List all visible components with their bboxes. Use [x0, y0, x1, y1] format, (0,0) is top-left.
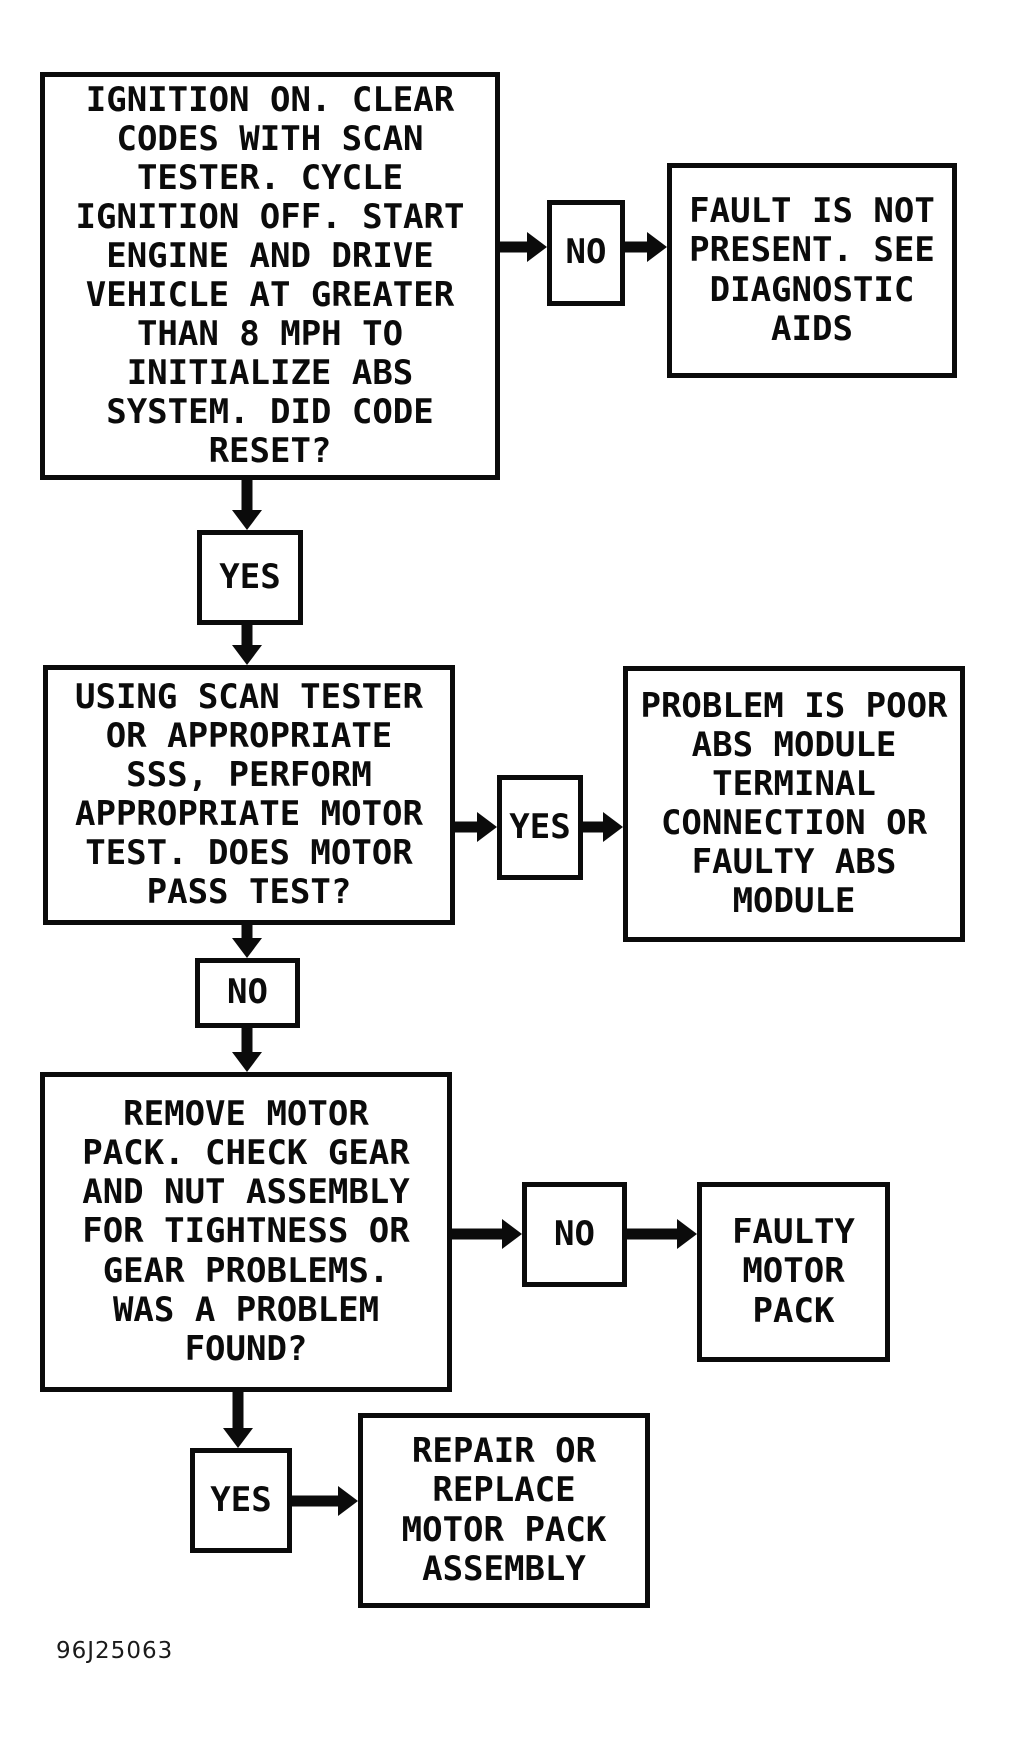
arrow-no2-to-step3: [232, 1028, 262, 1072]
flow-box-problem-abs-module: PROBLEM IS POOR ABS MODULE TERMINAL CONN…: [623, 666, 965, 942]
arrow-shaft: [241, 480, 253, 512]
flow-label-yes-2: YES: [497, 775, 583, 880]
arrow-shaft: [625, 241, 649, 253]
arrow-yes2-to-problem: [583, 812, 623, 842]
flow-box-remove-motor-pack: REMOVE MOTOR PACK. CHECK GEAR AND NUT AS…: [40, 1072, 452, 1392]
arrow-head-down-icon: [232, 645, 262, 665]
arrow-shaft: [232, 1392, 244, 1430]
arrow-no3-to-faulty: [627, 1219, 697, 1249]
arrow-shaft: [455, 821, 479, 833]
arrow-step2-to-no2: [232, 925, 262, 958]
flow-label-yes-1: YES: [197, 530, 303, 625]
arrow-shaft: [500, 241, 529, 253]
arrow-head-right-icon: [502, 1219, 522, 1249]
flow-label-yes-3: YES: [190, 1448, 292, 1553]
flow-label-no-1: NO: [547, 200, 625, 306]
flow-box-fault-not-present: FAULT IS NOT PRESENT. SEE DIAGNOSTIC AID…: [667, 163, 957, 378]
arrow-shaft: [241, 925, 253, 940]
arrow-yes1-to-step2: [232, 625, 262, 665]
flow-label-no-3: NO: [522, 1182, 627, 1287]
arrow-head-down-icon: [232, 938, 262, 958]
arrow-head-right-icon: [338, 1486, 358, 1516]
arrow-step3-to-no3: [452, 1219, 522, 1249]
arrow-step2-to-yes2: [455, 812, 497, 842]
arrow-yes3-to-repair: [292, 1486, 358, 1516]
flow-label-no-2: NO: [195, 958, 300, 1028]
arrow-head-right-icon: [527, 232, 547, 262]
flow-box-repair-replace-motor-pack: REPAIR OR REPLACE MOTOR PACK ASSEMBLY: [358, 1413, 650, 1608]
flow-box-motor-test: USING SCAN TESTER OR APPROPRIATE SSS, PE…: [43, 665, 455, 925]
arrow-shaft: [241, 625, 253, 647]
arrow-no1-to-fault: [625, 232, 667, 262]
figure-code: 96J25063: [56, 1638, 174, 1664]
arrow-head-down-icon: [232, 1052, 262, 1072]
flow-box-faulty-motor-pack: FAULTY MOTOR PACK: [697, 1182, 890, 1362]
arrow-shaft: [627, 1228, 679, 1240]
arrow-head-down-icon: [232, 510, 262, 530]
arrow-head-down-icon: [223, 1428, 253, 1448]
arrow-head-right-icon: [477, 812, 497, 842]
flow-box-ignition-clear-codes: IGNITION ON. CLEAR CODES WITH SCAN TESTE…: [40, 72, 500, 480]
arrow-step1-to-yes1: [232, 480, 262, 530]
arrow-shaft: [241, 1028, 253, 1054]
arrow-shaft: [452, 1228, 504, 1240]
arrow-step1-to-no1: [500, 232, 547, 262]
arrow-step3-to-yes3: [223, 1392, 253, 1448]
arrow-head-right-icon: [677, 1219, 697, 1249]
arrow-head-right-icon: [647, 232, 667, 262]
arrow-shaft: [583, 821, 605, 833]
arrow-head-right-icon: [603, 812, 623, 842]
arrow-shaft: [292, 1495, 340, 1507]
